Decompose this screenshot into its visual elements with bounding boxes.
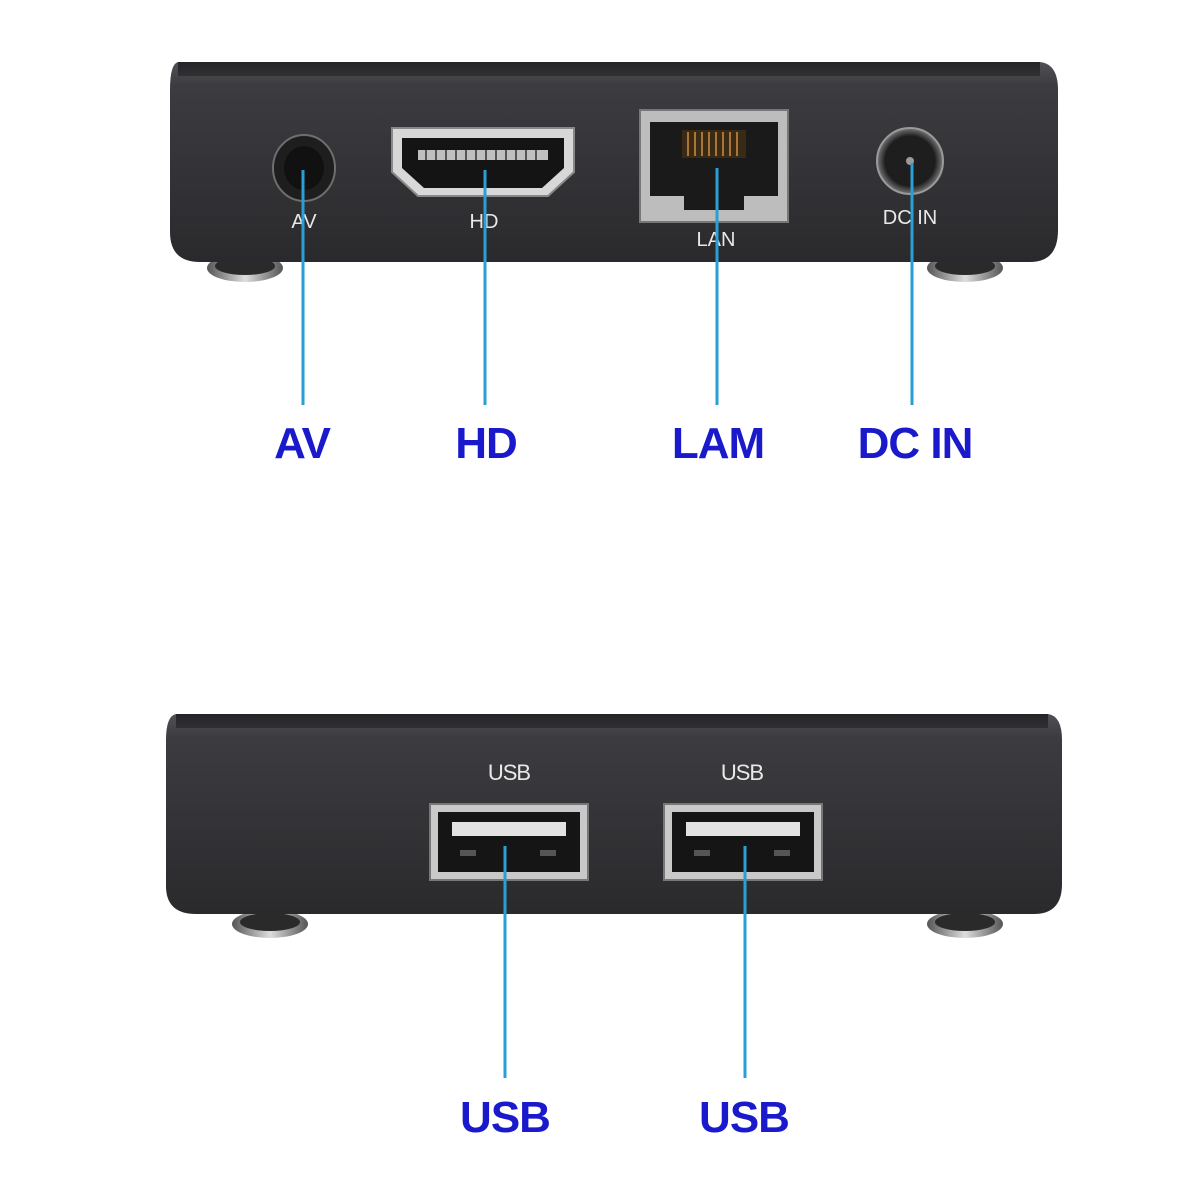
callout-dc-in: DC IN bbox=[858, 419, 973, 468]
usb-right-port-label: USB bbox=[721, 760, 764, 785]
lan-port bbox=[639, 109, 789, 223]
device-case-top bbox=[170, 62, 1058, 262]
usb-port-left bbox=[429, 803, 589, 881]
callout-usb-left: USB bbox=[460, 1093, 550, 1142]
dc-in-port bbox=[876, 127, 944, 195]
dc-in-port-label: DC IN bbox=[883, 207, 937, 229]
bottom-leader-lines bbox=[503, 846, 747, 1078]
hd-port bbox=[391, 127, 575, 197]
bottom-device-panel: USB USB bbox=[166, 714, 1062, 938]
top-leader-lines bbox=[301, 163, 914, 405]
device-case-bottom bbox=[166, 714, 1062, 914]
top-device-panel: AV HD bbox=[170, 62, 1058, 282]
usb-port-right bbox=[663, 803, 823, 881]
callout-usb-right: USB bbox=[699, 1093, 789, 1142]
callout-lan: LAM bbox=[672, 419, 764, 468]
usb-left-port-label: USB bbox=[488, 760, 531, 785]
callout-hd: HD bbox=[455, 419, 517, 468]
callout-av: AV bbox=[274, 419, 332, 468]
